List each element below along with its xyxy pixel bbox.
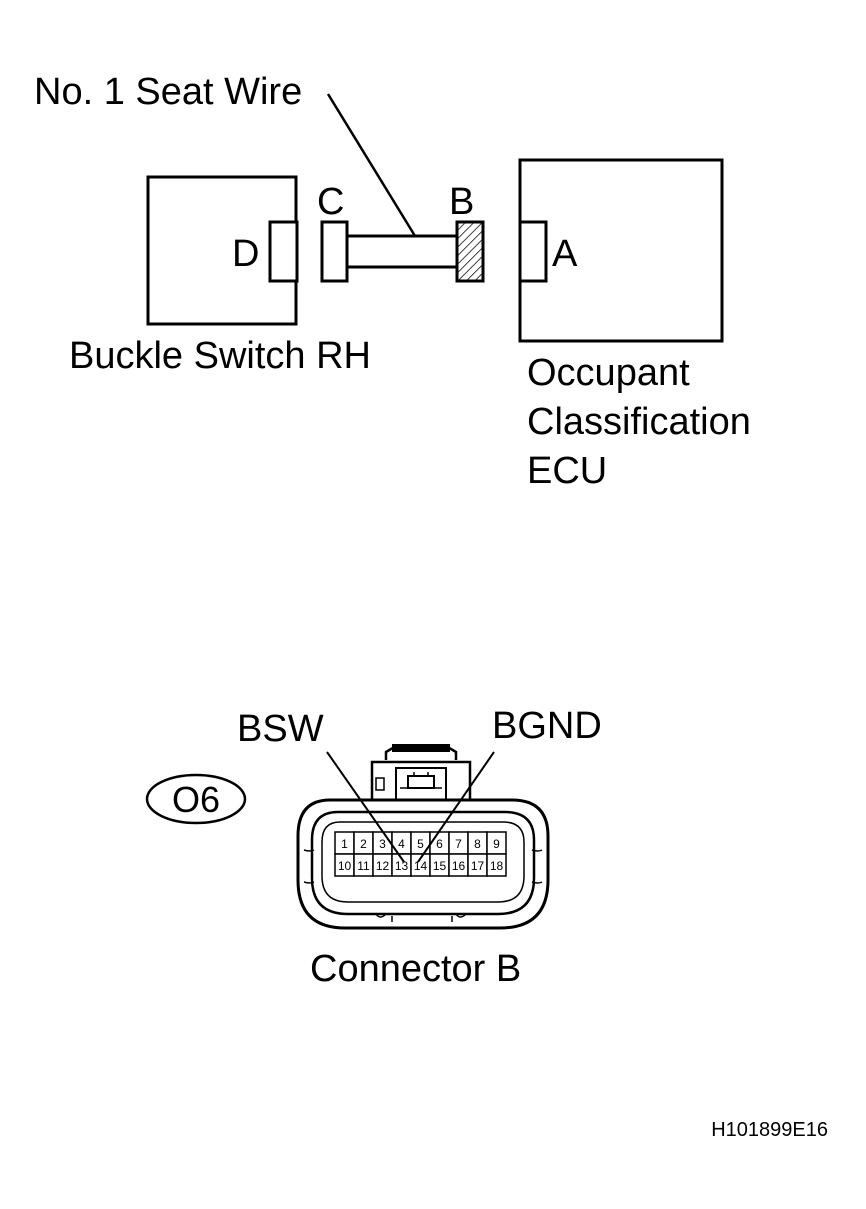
connector-a — [518, 220, 548, 283]
pin-label: 10 — [338, 859, 352, 873]
pin-label: 8 — [474, 837, 481, 851]
pin-label: 16 — [452, 859, 466, 873]
connector-d-label: D — [232, 233, 259, 275]
pin-cell — [486, 853, 507, 877]
pin-label: 7 — [455, 837, 462, 851]
pin-label: 17 — [471, 859, 485, 873]
connector-b-label: B — [449, 181, 474, 223]
seat-wire-label: No. 1 Seat Wire — [34, 71, 302, 113]
pin-label: 11 — [357, 859, 370, 873]
bgnd-label: BGND — [492, 705, 602, 747]
connector-face-view: BSW BGND O6 — [145, 705, 602, 990]
pin-label: 5 — [417, 837, 424, 851]
pin-label: 4 — [398, 837, 405, 851]
connector-code-oval — [145, 773, 247, 825]
connector-code-label: O6 — [172, 779, 220, 820]
pin-label: 1 — [341, 837, 348, 851]
pin-label: 9 — [493, 837, 500, 851]
connector-inner-wall — [321, 821, 525, 903]
harness-body — [345, 234, 459, 269]
connector-d — [268, 220, 299, 283]
pin-label: 2 — [360, 837, 367, 851]
connector-lock-tab — [370, 744, 472, 801]
seat-wire-overview: No. 1 Seat Wire D Buckle Switch RH C B A… — [34, 71, 751, 492]
connector-c-label: C — [317, 181, 344, 223]
connector-inner-rim — [310, 810, 536, 916]
ecu-label-line1: Occupant — [527, 352, 690, 394]
pin-label: 3 — [379, 837, 386, 851]
pin-label: 18 — [490, 859, 504, 873]
bsw-label: BSW — [237, 708, 324, 750]
ecu-label-line2: Classification — [527, 401, 751, 443]
ecu-box — [518, 158, 724, 343]
ecu-label-line3: ECU — [527, 450, 607, 492]
connector-b-caption: Connector B — [310, 948, 521, 990]
pin-label: 13 — [395, 859, 409, 873]
connector-b — [455, 220, 485, 283]
pin-label: 12 — [376, 859, 390, 873]
pin-label: 15 — [433, 859, 447, 873]
seat-wire-leader-line — [326, 93, 417, 237]
bgnd-leader-line — [417, 751, 495, 863]
figure-id: H101899E16 — [711, 1119, 828, 1141]
housing-detail-marks — [303, 849, 543, 922]
pin-label: 14 — [414, 859, 428, 873]
connector-c — [320, 220, 349, 283]
connector-a-label: A — [552, 233, 578, 275]
pin-label: 6 — [436, 837, 443, 851]
bsw-leader-line — [326, 751, 405, 863]
buckle-switch-label: Buckle Switch RH — [69, 335, 371, 377]
